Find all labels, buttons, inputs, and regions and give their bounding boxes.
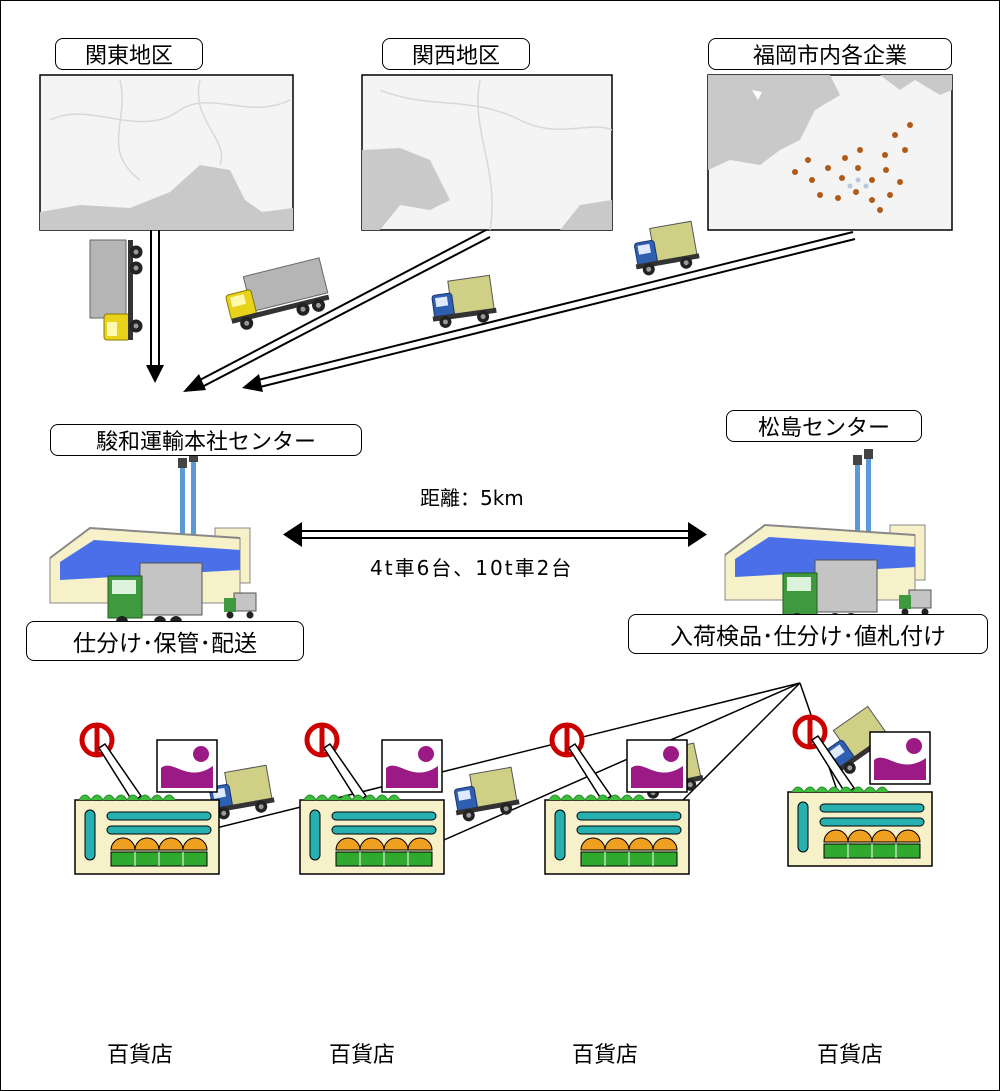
hq-center-label: 駿和運輸本社センター — [50, 424, 362, 456]
region-label-kanto: 関東地区 — [55, 38, 203, 70]
region-label-kansai: 関西地区 — [382, 38, 530, 70]
hq-task-label: 仕分け･保管･配送 — [26, 621, 304, 661]
truck-icon-kanto — [89, 239, 143, 341]
map-kansai — [361, 74, 613, 231]
truck-icon-route-1 — [427, 274, 499, 331]
warehouse-icon-matsushima — [724, 448, 932, 626]
map-fukuoka — [707, 74, 953, 231]
warehouse-icon-hq — [49, 451, 257, 629]
store-label-4: 百貨店 — [816, 1043, 883, 1068]
arrow-fukuoka-to-hq — [242, 231, 856, 392]
store-label-3: 百貨店 — [571, 1043, 638, 1068]
map-kanto — [39, 74, 294, 231]
store-icon-3 — [545, 725, 689, 874]
fleet-label: 4t車6台、10t車2台 — [370, 556, 574, 580]
arrows-to-stores — [174, 682, 860, 864]
store-label-1: 百貨店 — [106, 1043, 173, 1068]
truck-icon-route-2 — [629, 220, 702, 278]
arrow-kanto-to-hq — [146, 230, 164, 383]
matsushima-center-label: 松島センター — [726, 410, 922, 442]
distance-label: 距離：5km — [420, 486, 524, 510]
truck-icon-store-2 — [449, 766, 522, 824]
truck-icon-kansai — [221, 257, 333, 334]
matsushima-task-label: 入荷検品･仕分け･値札付け — [628, 614, 988, 654]
arrow-hq-matsushima — [283, 522, 707, 547]
store-label-2: 百貨店 — [328, 1043, 395, 1068]
store-icon-1 — [75, 725, 219, 874]
region-label-fukuoka: 福岡市内各企業 — [708, 38, 952, 70]
store-icon-2 — [300, 725, 444, 874]
arrow-kansai-to-hq — [183, 229, 491, 392]
